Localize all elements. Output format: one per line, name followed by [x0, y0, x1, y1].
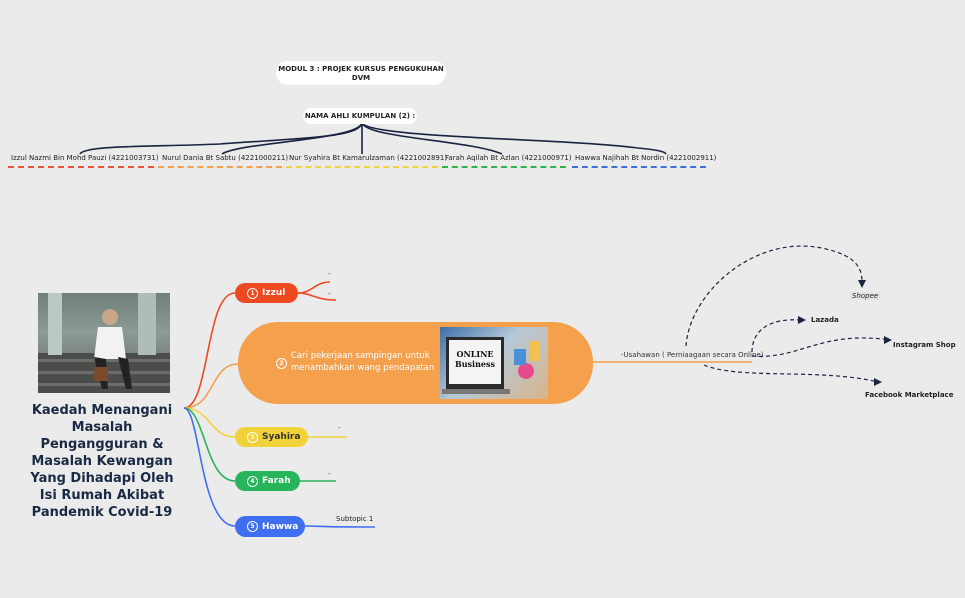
module-title: MODUL 3 : PROJEK KURSUS PENGUKUHAN DVM: [276, 61, 446, 85]
branch-1-number: 1: [247, 287, 258, 299]
branch-1-label: Izzul: [262, 288, 286, 298]
branch-4-label: Farah: [262, 476, 291, 486]
online-business-image: ONLINE Business: [440, 327, 548, 399]
branch-farah[interactable]: 4 Farah: [235, 471, 300, 491]
branch-2-label: Cari pekerjaan sampingan untuk menambahk…: [291, 351, 435, 373]
branch-5-number: 5: [247, 521, 258, 532]
online-business-text: ONLINE Business: [454, 349, 496, 369]
branch-syahira[interactable]: 3 Syahira: [235, 427, 308, 447]
root-title: Kaedah Menangani Masalah Pengangguran & …: [30, 403, 174, 520]
branch-1-sub-1[interactable]: -: [328, 270, 331, 278]
member-1-underline: [8, 166, 154, 168]
member-1: Izzul Nazmi Bin Mohd Pauzi (4221003731): [11, 154, 159, 162]
stressed-man-photo-icon: [38, 293, 170, 393]
member-3: Nur Syahira Bt Kamarulzaman (4221002891): [289, 154, 448, 162]
member-4-underline: [442, 166, 566, 168]
online-business-laptop-icon: [442, 337, 540, 394]
members-heading: NAMA AHLI KUMPULAN (2) :: [303, 108, 417, 124]
branch-2-number: 2: [276, 358, 287, 369]
branch-4-sub-1[interactable]: -: [328, 470, 331, 478]
branch-5-label: Hawwa: [262, 521, 299, 532]
branch-4-number: 4: [247, 475, 258, 487]
usahawan-label[interactable]: -Usahawan ( Perniaagaan secara Online): [621, 351, 764, 359]
branch-5-sub-1[interactable]: Subtopic 1: [336, 515, 374, 523]
branch-cari-pekerjaan[interactable]: 2 Cari pekerjaan sampingan untuk menamba…: [238, 322, 593, 404]
branch-izzul[interactable]: 1 Izzul: [235, 283, 298, 303]
member-5: Hawwa Najihah Bt Nordin (4221002911): [575, 154, 717, 162]
target-instagram-shop[interactable]: Instagram Shop: [893, 341, 956, 349]
target-shopee[interactable]: Shopee: [850, 292, 881, 300]
member-2-underline: [158, 166, 282, 168]
branch-3-number: 3: [247, 431, 258, 443]
branch-3-sub-1[interactable]: -: [338, 424, 341, 432]
member-4: Farah Aqilah Bt Azlan (4221000971): [445, 154, 572, 162]
branch-1-sub-2[interactable]: -: [328, 290, 331, 298]
member-3-underline: [286, 166, 438, 168]
target-lazada[interactable]: Lazada: [811, 316, 839, 324]
root-image: [38, 293, 170, 393]
branch-hawwa[interactable]: 5 Hawwa: [235, 516, 305, 537]
member-2: Nurul Dania Bt Sabtu (4221000211): [162, 154, 289, 162]
branch-3-label: Syahira: [262, 432, 301, 442]
member-5-underline: [572, 166, 706, 168]
target-facebook-marketplace[interactable]: Facebook Marketplace: [865, 391, 954, 399]
